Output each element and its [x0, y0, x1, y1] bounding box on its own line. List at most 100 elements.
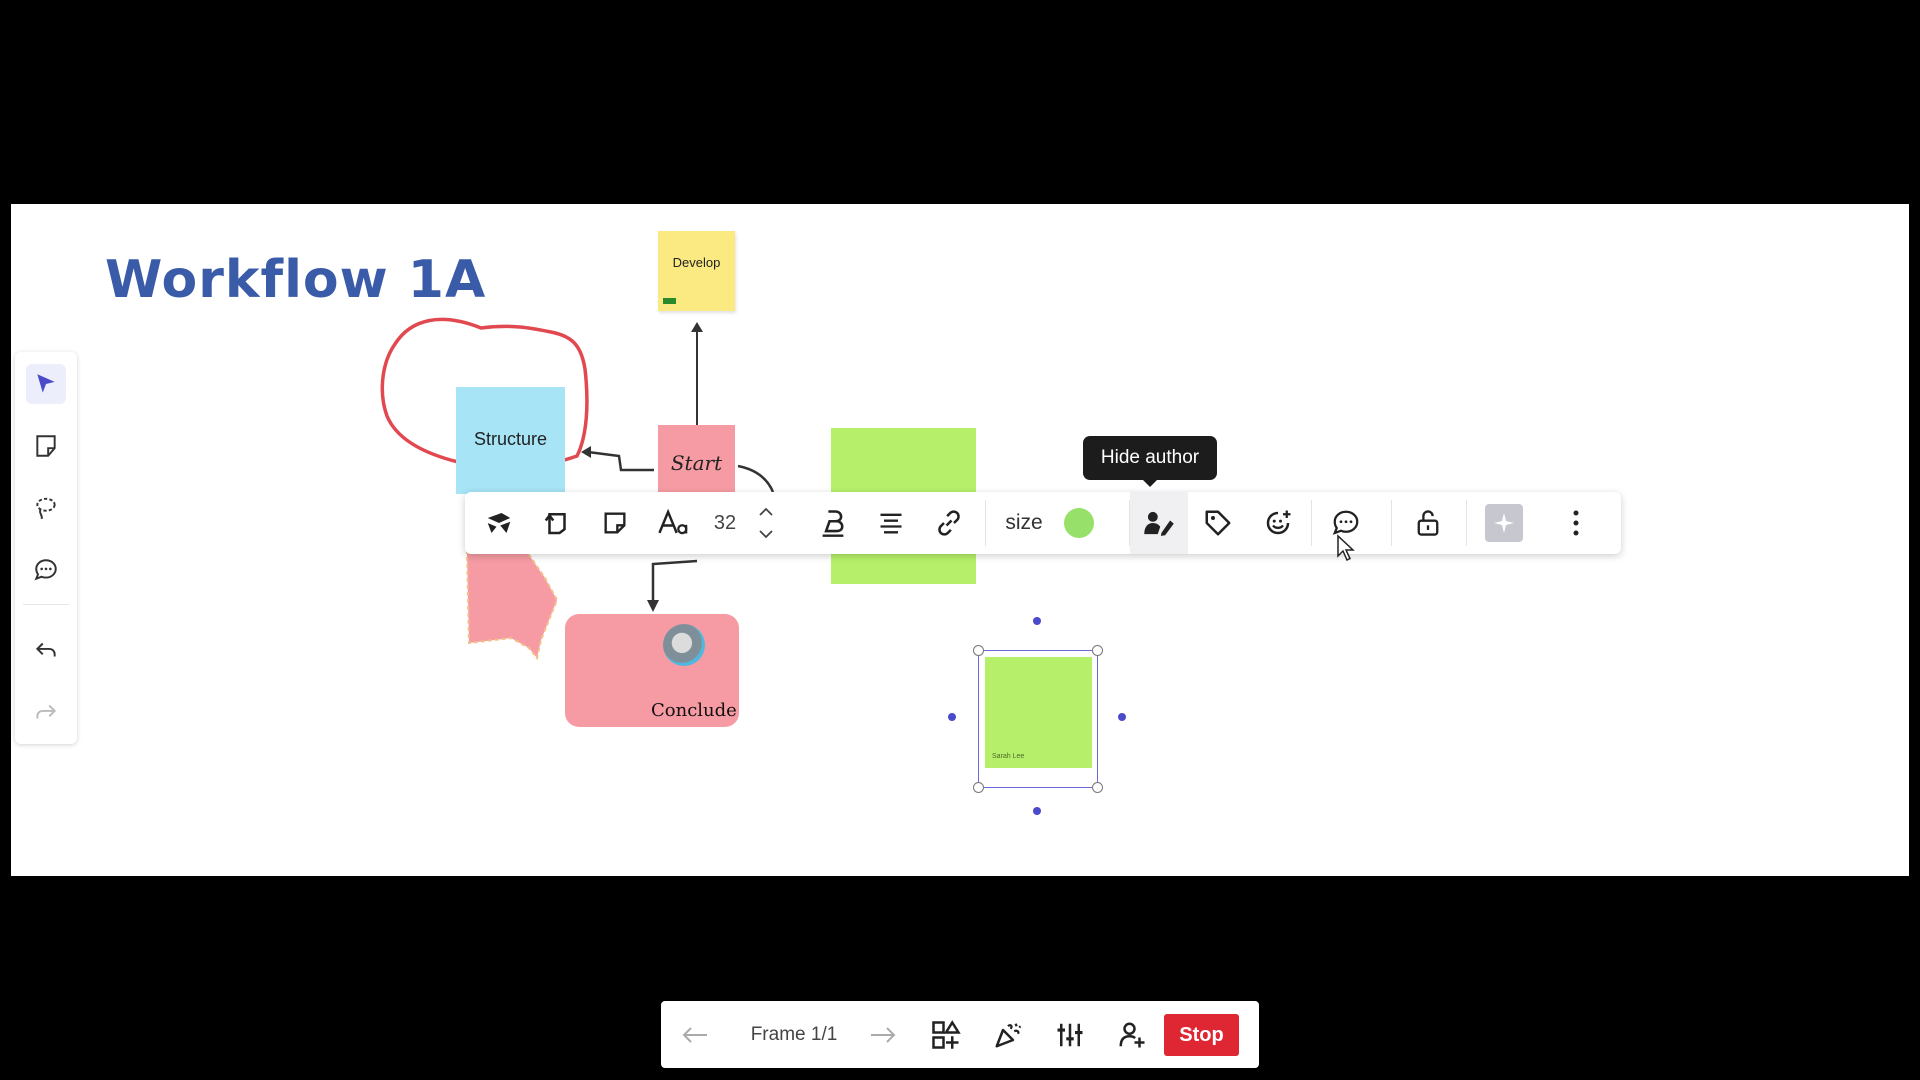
connector-dot-left[interactable]	[948, 713, 956, 721]
hide-author-tooltip: Hide author	[1083, 436, 1217, 487]
tag-icon	[1205, 510, 1231, 536]
comment-icon	[34, 559, 57, 581]
sticky-start[interactable]: Start	[658, 425, 735, 497]
more-vertical-icon	[1573, 510, 1579, 536]
ai-assist-button[interactable]	[1475, 492, 1533, 554]
resize-handle-top-right[interactable]	[1092, 645, 1103, 656]
lock-button[interactable]	[1399, 492, 1457, 554]
left-toolbar	[15, 352, 77, 744]
lasso-tool[interactable]	[26, 488, 66, 528]
bold-button[interactable]	[811, 492, 855, 554]
arrowhead-structure	[581, 446, 591, 458]
pink-blob-shape[interactable]	[461, 548, 571, 664]
hide-author-icon	[1144, 511, 1174, 536]
toolbar-divider	[23, 604, 69, 605]
align-button[interactable]	[869, 492, 913, 554]
connector-start-structure	[587, 450, 654, 472]
sticky-structure[interactable]: Structure	[456, 387, 565, 494]
whiteboard-canvas[interactable]: Workflow 1A Develop Structure Start Conc	[11, 204, 1909, 876]
sticky-structure-label: Structure	[473, 429, 548, 449]
switch-type-icon	[487, 513, 511, 533]
sticky-develop[interactable]: Develop	[658, 231, 735, 311]
align-center-icon	[880, 513, 902, 534]
invite-user-button[interactable]	[1109, 1001, 1155, 1068]
sticky-small-author: Sarah Lee	[992, 753, 1025, 760]
color-picker-button[interactable]	[1057, 492, 1101, 554]
sticky-note-tool[interactable]	[26, 426, 66, 466]
author-badge	[663, 298, 676, 304]
shape-conclude-label: Conclude	[651, 700, 737, 721]
chevron-up-down-icon	[759, 507, 773, 539]
toolbar-separator	[1391, 500, 1392, 546]
switch-type-button[interactable]	[477, 492, 521, 554]
size-label[interactable]: size	[1005, 511, 1043, 534]
comment-icon	[1332, 510, 1359, 535]
sticky-note-icon	[36, 435, 56, 457]
context-toolbar: 32 size	[465, 492, 1621, 554]
sticky-start-label: Start	[670, 451, 723, 475]
shape-conclude[interactable]: Conclude	[565, 614, 739, 727]
sticky-note-icon	[604, 512, 626, 534]
add-frame-button[interactable]	[923, 1001, 969, 1068]
connector-down-conclude	[651, 559, 698, 602]
color-swatch	[1064, 508, 1094, 538]
font-size-value[interactable]: 32	[713, 511, 737, 534]
add-emoji-icon	[1266, 510, 1291, 535]
redo-button[interactable]	[26, 692, 66, 732]
comment-button[interactable]	[1317, 492, 1375, 554]
toolbar-separator	[1311, 500, 1312, 546]
resize-handle-bottom-left[interactable]	[973, 782, 984, 793]
toolbar-separator	[1466, 500, 1467, 546]
lasso-icon	[36, 497, 56, 520]
connector-start-right	[737, 464, 775, 493]
rotate-shape-button[interactable]	[535, 492, 579, 554]
previous-frame-button[interactable]	[673, 1001, 717, 1068]
add-user-icon	[1119, 1022, 1145, 1047]
board-title: Workflow 1A	[105, 250, 487, 310]
sliders-icon	[1057, 1023, 1083, 1046]
connector-dot-bottom[interactable]	[1033, 807, 1041, 815]
font-style-button[interactable]	[651, 492, 695, 554]
sticky-green-small[interactable]: Sarah Lee	[985, 657, 1092, 768]
frames-add-icon	[932, 1019, 961, 1049]
ai-sparkle-icon	[1485, 504, 1523, 542]
celebrate-button[interactable]	[985, 1001, 1031, 1068]
unlock-icon	[1417, 510, 1439, 536]
mouse-cursor-icon	[1337, 534, 1355, 562]
tag-button[interactable]	[1189, 492, 1247, 554]
rotate-shape-icon	[544, 513, 566, 535]
frame-label: Frame 1/1	[750, 1023, 838, 1045]
resize-handle-top-left[interactable]	[973, 645, 984, 656]
cursor-arrow-icon	[37, 374, 55, 393]
selected-sticky-container[interactable]: Sarah Lee	[978, 650, 1098, 788]
redo-icon	[36, 704, 57, 719]
presentation-bar: Frame 1/1 Stop	[661, 1001, 1259, 1068]
undo-button[interactable]	[26, 630, 66, 670]
settings-sliders-button[interactable]	[1047, 1001, 1093, 1068]
link-icon	[938, 510, 960, 536]
font-size-stepper[interactable]	[751, 492, 781, 554]
more-options-button[interactable]	[1551, 492, 1601, 554]
link-button[interactable]	[927, 492, 971, 554]
stop-button[interactable]: Stop	[1164, 1014, 1239, 1056]
arrowhead-develop	[691, 322, 703, 332]
arrow-left-icon	[682, 1026, 707, 1043]
bold-icon	[822, 510, 844, 537]
add-reaction-button[interactable]	[1249, 492, 1307, 554]
comment-tool[interactable]	[26, 550, 66, 590]
toolbar-separator	[1129, 500, 1130, 546]
party-popper-icon	[995, 1022, 1022, 1047]
next-frame-button[interactable]	[861, 1001, 905, 1068]
undo-icon	[35, 642, 56, 657]
connector-dot-right[interactable]	[1118, 713, 1126, 721]
avatar	[663, 624, 705, 666]
connector-dot-top[interactable]	[1033, 617, 1041, 625]
resize-handle-bottom-right[interactable]	[1092, 782, 1103, 793]
toolbar-separator	[985, 500, 986, 546]
hide-author-button[interactable]	[1130, 492, 1188, 554]
sticky-shape-button[interactable]	[593, 492, 637, 554]
sticky-develop-label: Develop	[672, 255, 721, 270]
arrow-right-icon	[871, 1026, 896, 1043]
select-tool[interactable]	[26, 364, 66, 404]
font-icon	[658, 508, 688, 535]
